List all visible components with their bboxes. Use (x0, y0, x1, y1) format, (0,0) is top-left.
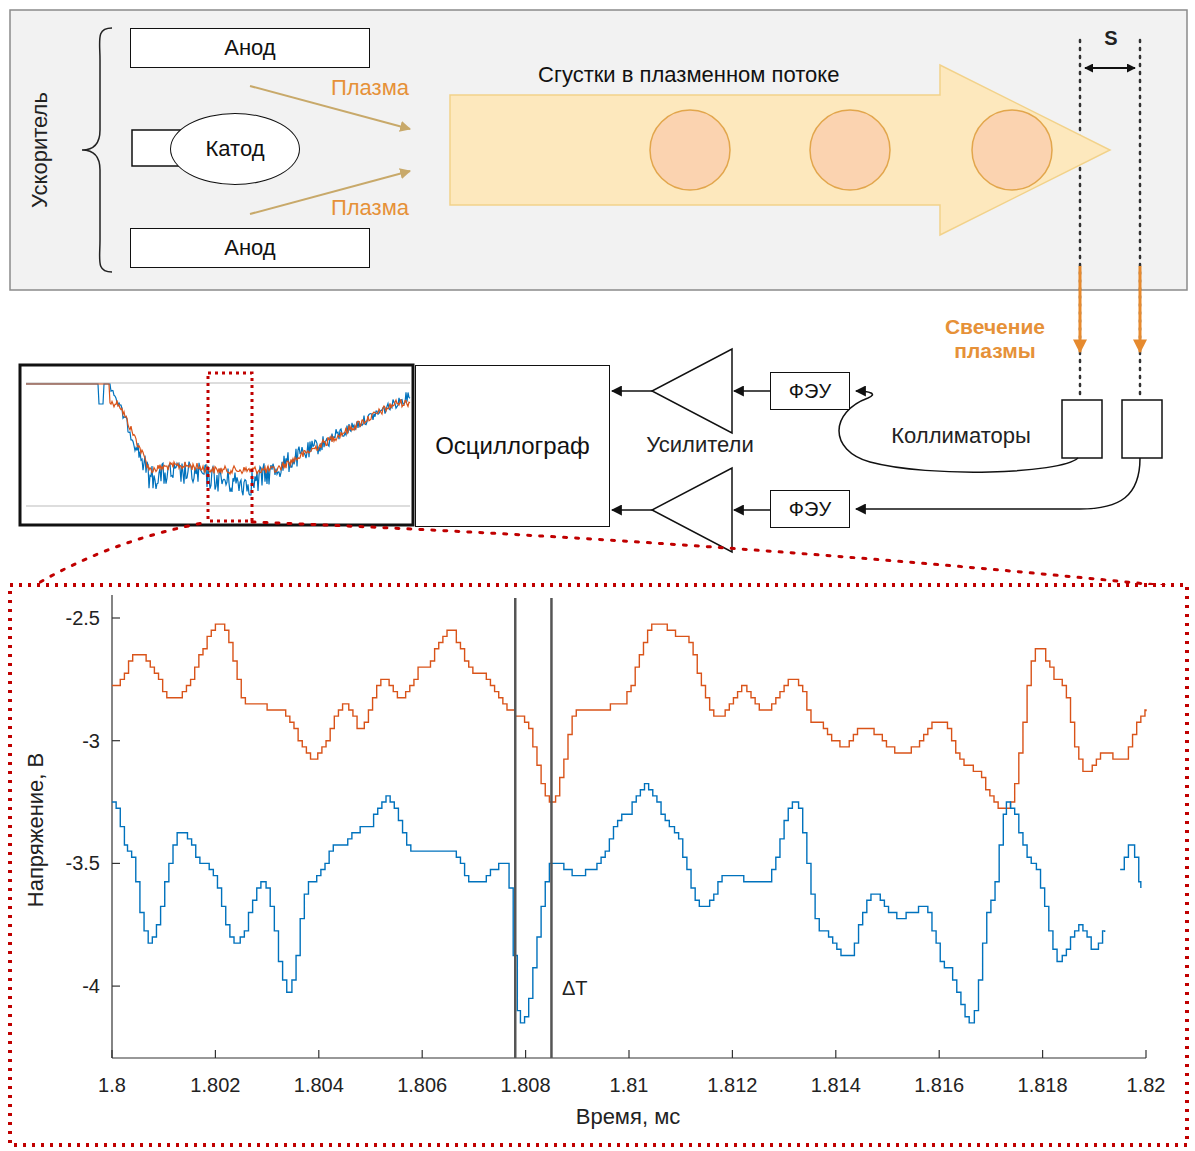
time-marker (550, 598, 553, 1058)
measurement-line (1079, 40, 1082, 400)
x-tick (318, 1050, 319, 1058)
x-tick-label: 1.8 (98, 1074, 126, 1097)
oscillogram-thumbnail (20, 365, 413, 525)
y-tick-label: -3.5 (66, 852, 100, 875)
signal-wire (734, 390, 770, 392)
zoom-leader (30, 522, 208, 588)
x-tick-label: 1.804 (294, 1074, 344, 1097)
plasma-clump (972, 110, 1052, 190)
measurement-line (1139, 40, 1142, 400)
x-tick-label: 1.818 (1018, 1074, 1068, 1097)
group-label: Ускоритель (27, 92, 52, 208)
collimator (1062, 400, 1102, 458)
axis-title: Напряжение, В (23, 753, 48, 907)
x-tick (525, 1050, 526, 1058)
zoom-leader (252, 522, 1186, 588)
amplifier-symbol (652, 349, 732, 433)
plasma-clump (810, 110, 890, 190)
node-label: Осциллограф (435, 432, 590, 460)
x-tick (835, 1050, 836, 1058)
node-label: Анод (224, 235, 275, 261)
signal-wire (612, 509, 652, 511)
grid-line (26, 383, 410, 384)
x-tick (628, 1050, 629, 1058)
node-label: Анод (224, 35, 275, 61)
collimator-label: Коллиматоры (888, 423, 1034, 448)
x-tick (422, 1050, 423, 1058)
signal-trace (26, 384, 410, 474)
node-label: Сгустки в плазменном потоке (538, 62, 839, 88)
flow-label: Плазма (331, 195, 409, 220)
glow-arrow (1079, 266, 1082, 352)
brace (82, 28, 112, 272)
x-tick-label: 1.81 (610, 1074, 649, 1097)
signal-trace (112, 784, 1105, 1023)
signal-trace (112, 624, 1146, 808)
glow-arrow (1139, 266, 1142, 352)
x-tick-label: 1.82 (1127, 1074, 1166, 1097)
interval-label: ΔT (562, 977, 588, 1000)
signal-trace (1120, 845, 1141, 888)
y-tick-label: -3 (82, 729, 100, 752)
y-tick-label: -4 (82, 975, 100, 998)
cathode-ellipse: Катод (170, 113, 300, 185)
arrow-shape (450, 62, 1112, 238)
signal-wire (734, 509, 770, 511)
x-tick-label: 1.802 (190, 1074, 240, 1097)
y-tick (112, 985, 120, 986)
x-tick (215, 1050, 216, 1058)
x-tick-label: 1.814 (811, 1074, 861, 1097)
zoom-frame (10, 585, 1187, 1145)
flow-band (450, 65, 1110, 235)
glow-label: Свечение плазмы (930, 315, 1060, 363)
signal-wire (612, 390, 652, 392)
pmt-box: ФЭУ (770, 490, 850, 528)
x-tick-label: 1.808 (501, 1074, 551, 1097)
x-tick (939, 1050, 940, 1058)
signal-trace (26, 384, 410, 495)
amplifier-label: Усилители (646, 432, 753, 457)
x-tick-label: 1.812 (707, 1074, 757, 1097)
oscilloscope-box: Осциллограф (415, 365, 610, 527)
anode-box: Анод (130, 228, 370, 268)
y-tick (112, 617, 120, 618)
x-tick (1042, 1050, 1043, 1058)
collimator (1122, 400, 1162, 458)
accelerator-panel (10, 10, 1187, 290)
x-tick-label: 1.816 (914, 1074, 964, 1097)
dimension-label: S (1104, 27, 1117, 50)
optical-fiber (856, 458, 1140, 509)
x-tick (1145, 1050, 1146, 1058)
y-tick-label: -2.5 (66, 607, 100, 630)
y-axis (111, 595, 112, 1058)
node-label: Катод (206, 136, 265, 162)
distance-arrow (1085, 67, 1135, 69)
y-tick (112, 740, 120, 741)
x-tick (111, 1050, 112, 1058)
optical-fiber (839, 391, 1078, 472)
axis-title: Время, мс (576, 1104, 681, 1129)
grid-line (26, 506, 410, 507)
x-tick (732, 1050, 733, 1058)
node-label: ФЭУ (789, 498, 831, 521)
plasma-clump (650, 110, 730, 190)
node-label: ФЭУ (789, 380, 831, 403)
x-tick-label: 1.806 (397, 1074, 447, 1097)
y-tick (112, 863, 120, 864)
anode-box: Анод (130, 28, 370, 68)
pmt-box: ФЭУ (770, 372, 850, 410)
flow-label: Плазма (331, 75, 409, 100)
time-marker (514, 598, 517, 1058)
zoom-region (208, 373, 252, 521)
plasma-flow-arrow: Сгустки в плазменном потоке (450, 62, 1112, 238)
amplifier-symbol (652, 468, 732, 552)
